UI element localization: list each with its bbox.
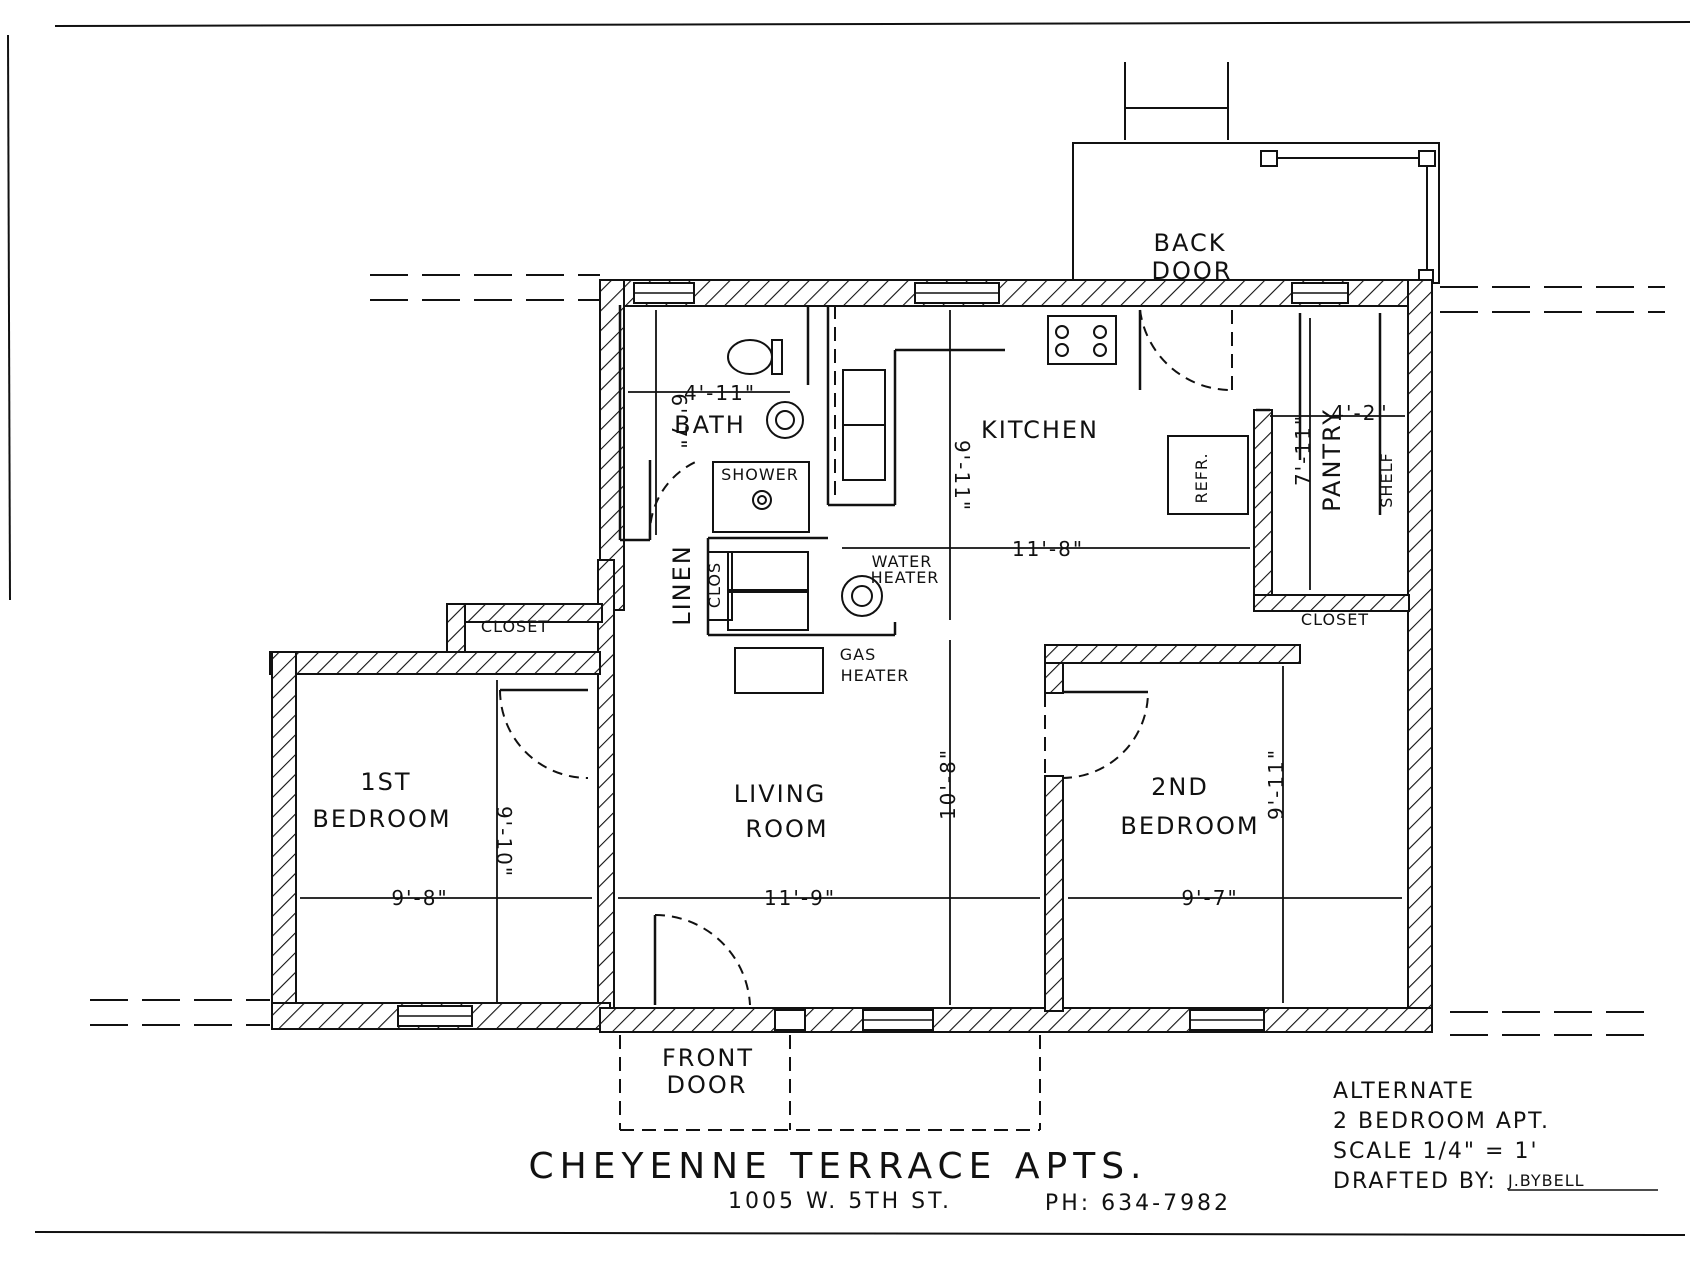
living-width-dimension: 11'-9" — [764, 886, 836, 910]
shelf-label: SHELF — [1377, 452, 1396, 507]
gas-heater-label-1: GAS — [840, 645, 877, 664]
note-alternate: ALTERNATE — [1333, 1079, 1475, 1104]
bedroom2-label-1: 2ND — [1151, 773, 1209, 801]
bedroom2-label-2: BEDROOM — [1120, 812, 1259, 840]
dimension-labels: 4'-11" 6'-7" 9'-11" 11'-8" 7'-11" 4'-2" … — [391, 381, 1388, 910]
closet-right-label: CLOSET — [1301, 610, 1369, 629]
living-label-2: ROOM — [745, 815, 828, 843]
bedroom2-height-dimension: 9'-11" — [1264, 748, 1288, 820]
note-apartment-type: 2 BEDROOM APT. — [1333, 1109, 1550, 1134]
bedroom1-label-2: BEDROOM — [312, 805, 451, 833]
refrigerator-label: REFR. — [1192, 452, 1211, 503]
drafted-by-label: DRAFTED BY: — [1333, 1169, 1497, 1194]
pantry-height-dimension: 7'-11" — [1291, 414, 1315, 486]
fixtures — [707, 315, 1249, 694]
bedroom1-label-1: 1ST — [360, 768, 411, 796]
exterior-walls — [269, 279, 1433, 1033]
toilet-icon — [727, 339, 773, 375]
linen-closet-icon — [707, 551, 733, 621]
linen-label: LINEN — [668, 544, 696, 626]
bedroom2-width-dimension: 9'-7" — [1181, 886, 1238, 910]
bedroom1-width-dimension: 9'-8" — [391, 886, 448, 910]
building-phone: PH: 634-7982 — [1045, 1191, 1231, 1216]
clos-label: CLOS — [705, 562, 724, 608]
kitchen-height-dimension: 9'-11" — [950, 440, 974, 512]
pantry-label: PANTRY — [1318, 408, 1346, 512]
pantry-width-dimension: 4'-2" — [1331, 401, 1388, 425]
building-address: 1005 W. 5TH ST. — [728, 1189, 952, 1214]
bath-label: BATH — [674, 411, 746, 439]
scale-note: SCALE 1/4" = 1' — [1333, 1139, 1539, 1164]
dimension-lines — [300, 310, 1405, 1005]
front-door-label-2: DOOR — [667, 1071, 748, 1099]
shower-icon — [712, 461, 810, 533]
back-porch — [1072, 62, 1440, 284]
water-heater-label-2: HEATER — [871, 568, 940, 587]
bedroom1-height-dimension: 9'-10" — [492, 806, 516, 878]
sheet-border — [7, 21, 1691, 1236]
door-leaves — [500, 310, 1148, 1005]
room-labels: BACK DOOR BATH KITCHEN SHOWER REFR. PANT… — [312, 229, 1396, 1099]
closet-left-label: CLOSET — [481, 617, 549, 636]
dashed-boundaries — [597, 305, 1233, 1131]
door-swings — [499, 309, 1233, 1006]
title-block: CHEYENNE TERRACE APTS. 1005 W. 5TH ST. P… — [529, 1079, 1658, 1216]
drafter-signature: J.BYBELL — [1507, 1171, 1585, 1190]
sink-icon — [766, 401, 804, 439]
gas-heater-label-2: HEATER — [841, 666, 910, 685]
bath-width-dimension: 4'-11" — [684, 381, 756, 405]
bath-height-dimension: 6'-7" — [667, 393, 691, 450]
stove-icon — [1047, 315, 1117, 365]
gas-heater-icon — [734, 647, 824, 694]
window-panes — [398, 292, 1348, 1021]
kitchen-label: KITCHEN — [981, 416, 1099, 444]
back-door-label-1: BACK — [1154, 229, 1227, 257]
water-heater-icon — [841, 575, 883, 617]
shower-label: SHOWER — [721, 465, 799, 484]
water-heater-label-1: WATER — [872, 552, 933, 571]
building-name: CHEYENNE TERRACE APTS. — [529, 1146, 1148, 1187]
kitchen-width-dimension: 11'-8" — [1012, 537, 1084, 561]
back-door-label-2: DOOR — [1152, 257, 1233, 285]
refrigerator-icon — [1167, 435, 1249, 515]
living-label-1: LIVING — [734, 780, 827, 808]
front-door-label-1: FRONT — [662, 1044, 754, 1072]
living-height-dimension: 10'-8" — [936, 748, 960, 820]
property-lines — [90, 274, 1665, 1036]
